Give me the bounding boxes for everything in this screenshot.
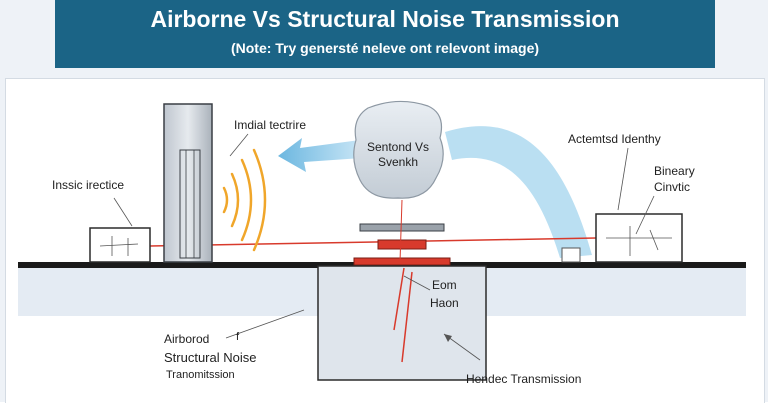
label-airborne-line2: Structural Noise (164, 350, 257, 365)
label-hendec: Hendec Transmission (466, 372, 582, 386)
sound-wave-3 (240, 158, 253, 242)
label-binary-line1: Bineary (654, 164, 695, 178)
title-banner: Airborne Vs Structural Noise Transmissio… (55, 0, 715, 68)
pointer-accented (617, 147, 629, 211)
label-binary-line2: Cinvtic (654, 180, 691, 194)
page-title: Airborne Vs Structural Noise Transmissio… (150, 6, 620, 32)
small-device (561, 247, 581, 263)
airflow-arrow-left (278, 138, 362, 172)
pointer-room (403, 275, 431, 291)
sound-wave-1 (222, 186, 229, 214)
label-accented: Actemtsd Identhy (568, 132, 661, 146)
central-cloud (353, 100, 444, 199)
tower-inner-frame (179, 149, 201, 259)
airborne-noise-line (149, 237, 597, 247)
label-room-line1: Eom (432, 278, 457, 292)
label-airborne-mark: f (236, 331, 240, 343)
box-detail (99, 243, 139, 247)
cloud-label: Sentond Vs Svenkh (358, 140, 438, 170)
base-pad (353, 257, 451, 266)
pointer-basic (113, 197, 133, 227)
label-basic: Inssic irectice (52, 178, 125, 192)
airflow-arc-right (445, 126, 592, 258)
top-plate (359, 223, 445, 232)
left-tower (163, 103, 213, 263)
label-airborne-line3: Tranomitssion (166, 369, 235, 381)
label-room-line2: Haon (430, 296, 459, 310)
label-airborne-line1: Airborod (164, 332, 210, 346)
pointer-arrowhead (444, 334, 452, 342)
sound-wave-2 (230, 172, 240, 228)
cloud-label-line1: Sentond Vs (366, 140, 430, 154)
label-tactile: Imdial tectrire (234, 118, 307, 132)
sound-wave-4 (252, 148, 267, 252)
box-detail (649, 229, 659, 251)
vibration-line (399, 199, 403, 263)
structural-vibration-2 (401, 271, 413, 363)
structural-vibration-1 (393, 267, 405, 331)
pointer-tactile (229, 133, 249, 157)
isolator-pad (377, 239, 427, 250)
page-subtitle: (Note: Try genersté neleve ont relevont … (230, 40, 540, 56)
cloud-label-line2: Svenkh (377, 155, 419, 169)
pointer-airborne (225, 309, 305, 339)
pointer-binary (635, 195, 655, 235)
